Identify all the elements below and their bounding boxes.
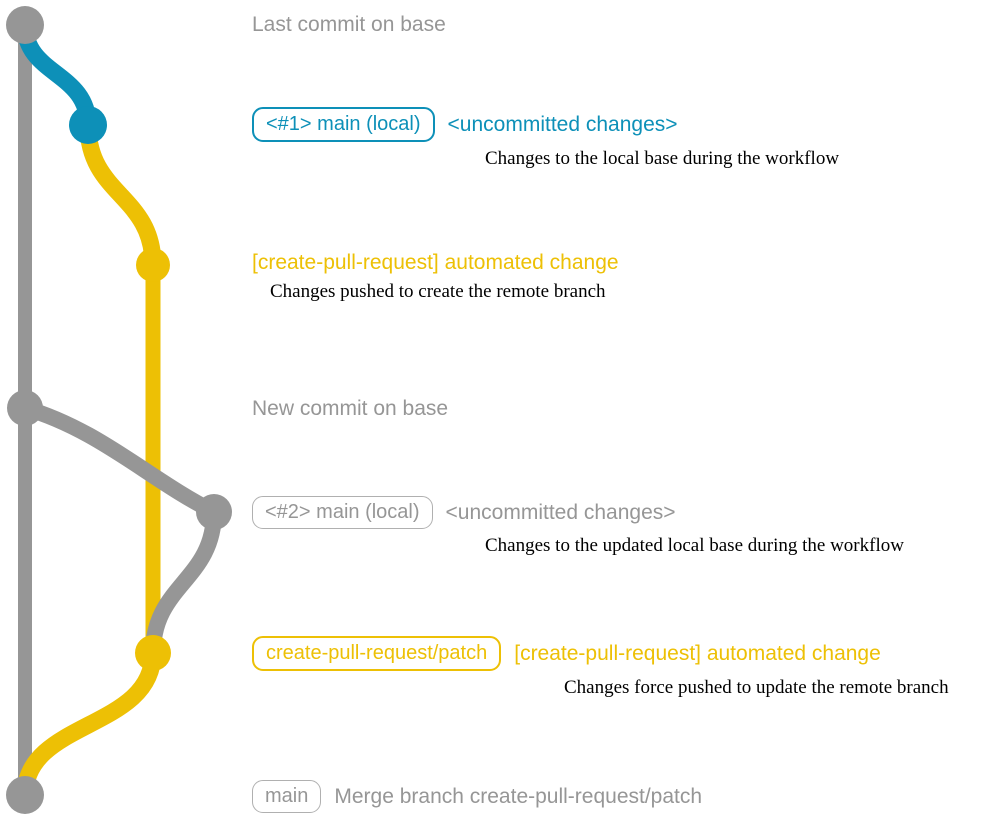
row-merge-commit: main Merge branch create-pull-request/pa… (252, 780, 702, 813)
node-remote-commit-2[interactable] (135, 635, 171, 671)
pill-main[interactable]: main (252, 780, 322, 813)
row-local-change-1: <#1> main (local) <uncommitted changes> … (252, 107, 839, 170)
pill-local-main-2[interactable]: <#2> main (local) (252, 496, 433, 529)
headline-automated-change-1: [create-pull-request] automated change (252, 251, 619, 274)
node-remote-commit-1[interactable] (136, 248, 170, 282)
yellow-branch-line-upper (79, 116, 162, 274)
subtext-local-change-1: Changes to the local base during the wor… (485, 148, 840, 169)
node-merge-commit[interactable] (6, 776, 44, 814)
node-base-new[interactable] (7, 390, 43, 426)
node-local-commit-1[interactable] (69, 106, 107, 144)
subtext-local-change-2: Changes to the updated local base during… (485, 535, 904, 556)
headline-automated-change-2: [create-pull-request] automated change (514, 642, 881, 665)
yellow-merge-line (16, 644, 162, 804)
row-local-change-2: <#2> main (local) <uncommitted changes> … (252, 496, 904, 557)
subtext-automated-change-2: Changes force pushed to update the remot… (564, 677, 949, 698)
headline-uncommitted-changes-1: <uncommitted changes> (447, 113, 678, 136)
node-base-head[interactable] (6, 6, 44, 44)
headline-last-commit-on-base: Last commit on base (252, 13, 446, 36)
gray-branch-line-to-local2 (17, 400, 222, 520)
gray-branch-line-to-remote2 (145, 504, 222, 661)
node-local-commit-2[interactable] (196, 494, 232, 530)
row-last-commit-on-base: Last commit on base (252, 12, 446, 37)
row-automated-change-1: [create-pull-request] automated change C… (252, 250, 619, 303)
subtext-automated-change-1: Changes pushed to create the remote bran… (270, 281, 606, 302)
headline-merge-commit: Merge branch create-pull-request/patch (334, 785, 703, 808)
pill-create-pull-request-patch[interactable]: create-pull-request/patch (252, 636, 502, 671)
headline-new-commit-on-base: New commit on base (252, 397, 449, 420)
row-new-commit-on-base: New commit on base (252, 396, 448, 421)
headline-uncommitted-changes-2: <uncommitted changes> (445, 501, 676, 524)
pill-local-main-1[interactable]: <#1> main (local) (252, 107, 435, 142)
row-automated-change-2: create-pull-request/patch [create-pull-r… (252, 636, 949, 699)
